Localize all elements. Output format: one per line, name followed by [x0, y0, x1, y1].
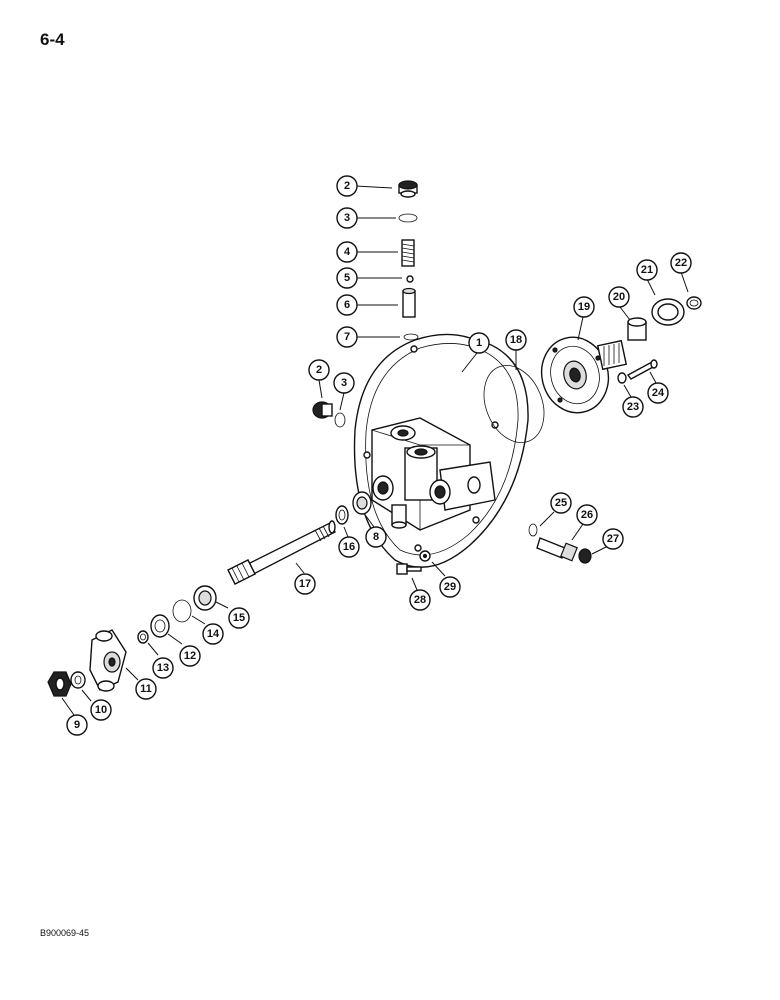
spacer-part-13: [137, 630, 149, 644]
callout-19: 19: [573, 296, 595, 318]
callout-2-top: 2: [336, 175, 358, 197]
callout-3-left: 3: [333, 372, 355, 394]
spring-part: [401, 239, 415, 267]
bolt-part-28: [396, 563, 422, 575]
nut-part-27: [578, 548, 592, 564]
leader-lines: [61, 185, 689, 716]
callout-label: 23: [627, 401, 639, 413]
callout-label: 27: [607, 533, 619, 545]
callout-label: 17: [299, 578, 311, 590]
seal-part-16: [335, 505, 349, 525]
bearing-part-8: [352, 491, 372, 515]
callout-label: 7: [344, 331, 350, 343]
callout-label: 11: [140, 683, 152, 695]
callout-25: 25: [550, 492, 572, 514]
washer-part-10: [70, 671, 86, 689]
callout-6: 6: [336, 294, 358, 316]
spool-part: [402, 287, 416, 318]
o-ring-part-lower: [403, 333, 419, 341]
plug-part-left: [312, 401, 333, 419]
callout-label: 19: [578, 301, 590, 313]
callout-13: 13: [152, 657, 174, 679]
callout-10: 10: [90, 699, 112, 721]
callout-label: 10: [95, 704, 107, 716]
callout-22: 22: [670, 252, 692, 274]
callout-4: 4: [336, 241, 358, 263]
callout-label: 2: [316, 364, 322, 376]
bearing-ring-part-20: [627, 317, 647, 341]
callout-2-left: 2: [308, 359, 330, 381]
callout-label: 2: [344, 180, 350, 192]
callout-label: 26: [581, 509, 593, 521]
seal-part-12: [150, 614, 170, 638]
callout-27: 27: [602, 528, 624, 550]
callout-14: 14: [202, 623, 224, 645]
callout-17: 17: [294, 573, 316, 595]
plug-part-top: [398, 180, 418, 198]
bolt-part-24: [626, 359, 658, 380]
callout-16: 16: [338, 536, 360, 558]
callout-20: 20: [608, 286, 630, 308]
snap-ring-part-14: [172, 599, 192, 623]
pump-assembly-part: [540, 336, 628, 414]
nut-part-9: [47, 671, 72, 697]
yoke-part: [89, 629, 127, 692]
callout-label: 28: [414, 594, 426, 606]
callout-11: 11: [135, 678, 157, 700]
callout-label: 18: [510, 334, 522, 346]
callout-label: 6: [344, 299, 350, 311]
callout-label: 4: [344, 246, 351, 258]
page-number: 6-4: [40, 30, 65, 49]
ball-part: [406, 275, 414, 283]
callout-label: 9: [74, 719, 80, 731]
ring-part-22: [686, 296, 702, 310]
callout-label: 13: [157, 662, 169, 674]
o-ring-part-left: [334, 412, 346, 428]
callout-26: 26: [576, 504, 598, 526]
callout-5: 5: [336, 267, 358, 289]
callout-28: 28: [409, 589, 431, 611]
callout-label: 3: [344, 212, 350, 224]
bearing-cup-part-21: [651, 298, 685, 326]
callout-8: 8: [365, 526, 387, 548]
callout-label: 20: [613, 291, 625, 303]
callout-18: 18: [505, 329, 527, 351]
callout-label: 21: [641, 264, 653, 276]
callout-label: 22: [675, 257, 687, 269]
callout-1: 1: [468, 332, 490, 354]
callout-label: 29: [444, 581, 456, 593]
washer-part-29: [419, 550, 431, 562]
o-ring-part-top: [398, 213, 418, 223]
callout-15: 15: [228, 607, 250, 629]
callout-29: 29: [439, 576, 461, 598]
callout-label: 24: [652, 387, 665, 399]
callout-label: 1: [476, 337, 482, 349]
callout-7: 7: [336, 326, 358, 348]
callout-label: 8: [373, 531, 379, 543]
washer-part-23: [617, 372, 627, 384]
callout-3-top: 3: [336, 207, 358, 229]
callout-label: 12: [184, 650, 196, 662]
callout-23: 23: [622, 396, 644, 418]
callout-label: 16: [343, 541, 355, 553]
bearing-part-15: [193, 585, 217, 611]
figure-code: B900069-45: [40, 928, 90, 938]
callout-12: 12: [179, 645, 201, 667]
o-ring-part-25: [528, 523, 538, 537]
callout-label: 5: [344, 272, 350, 284]
callout-label: 3: [341, 377, 347, 389]
callout-label: 25: [555, 497, 567, 509]
callout-24: 24: [647, 382, 669, 404]
sensor-part-26: [536, 537, 578, 562]
large-o-ring-part: [483, 365, 545, 443]
input-shaft-part: [227, 520, 336, 585]
callout-21: 21: [636, 259, 658, 281]
callout-label: 15: [233, 612, 245, 624]
main-housing-part: [353, 333, 529, 568]
callout-label: 14: [207, 628, 220, 640]
callout-9: 9: [66, 714, 88, 736]
